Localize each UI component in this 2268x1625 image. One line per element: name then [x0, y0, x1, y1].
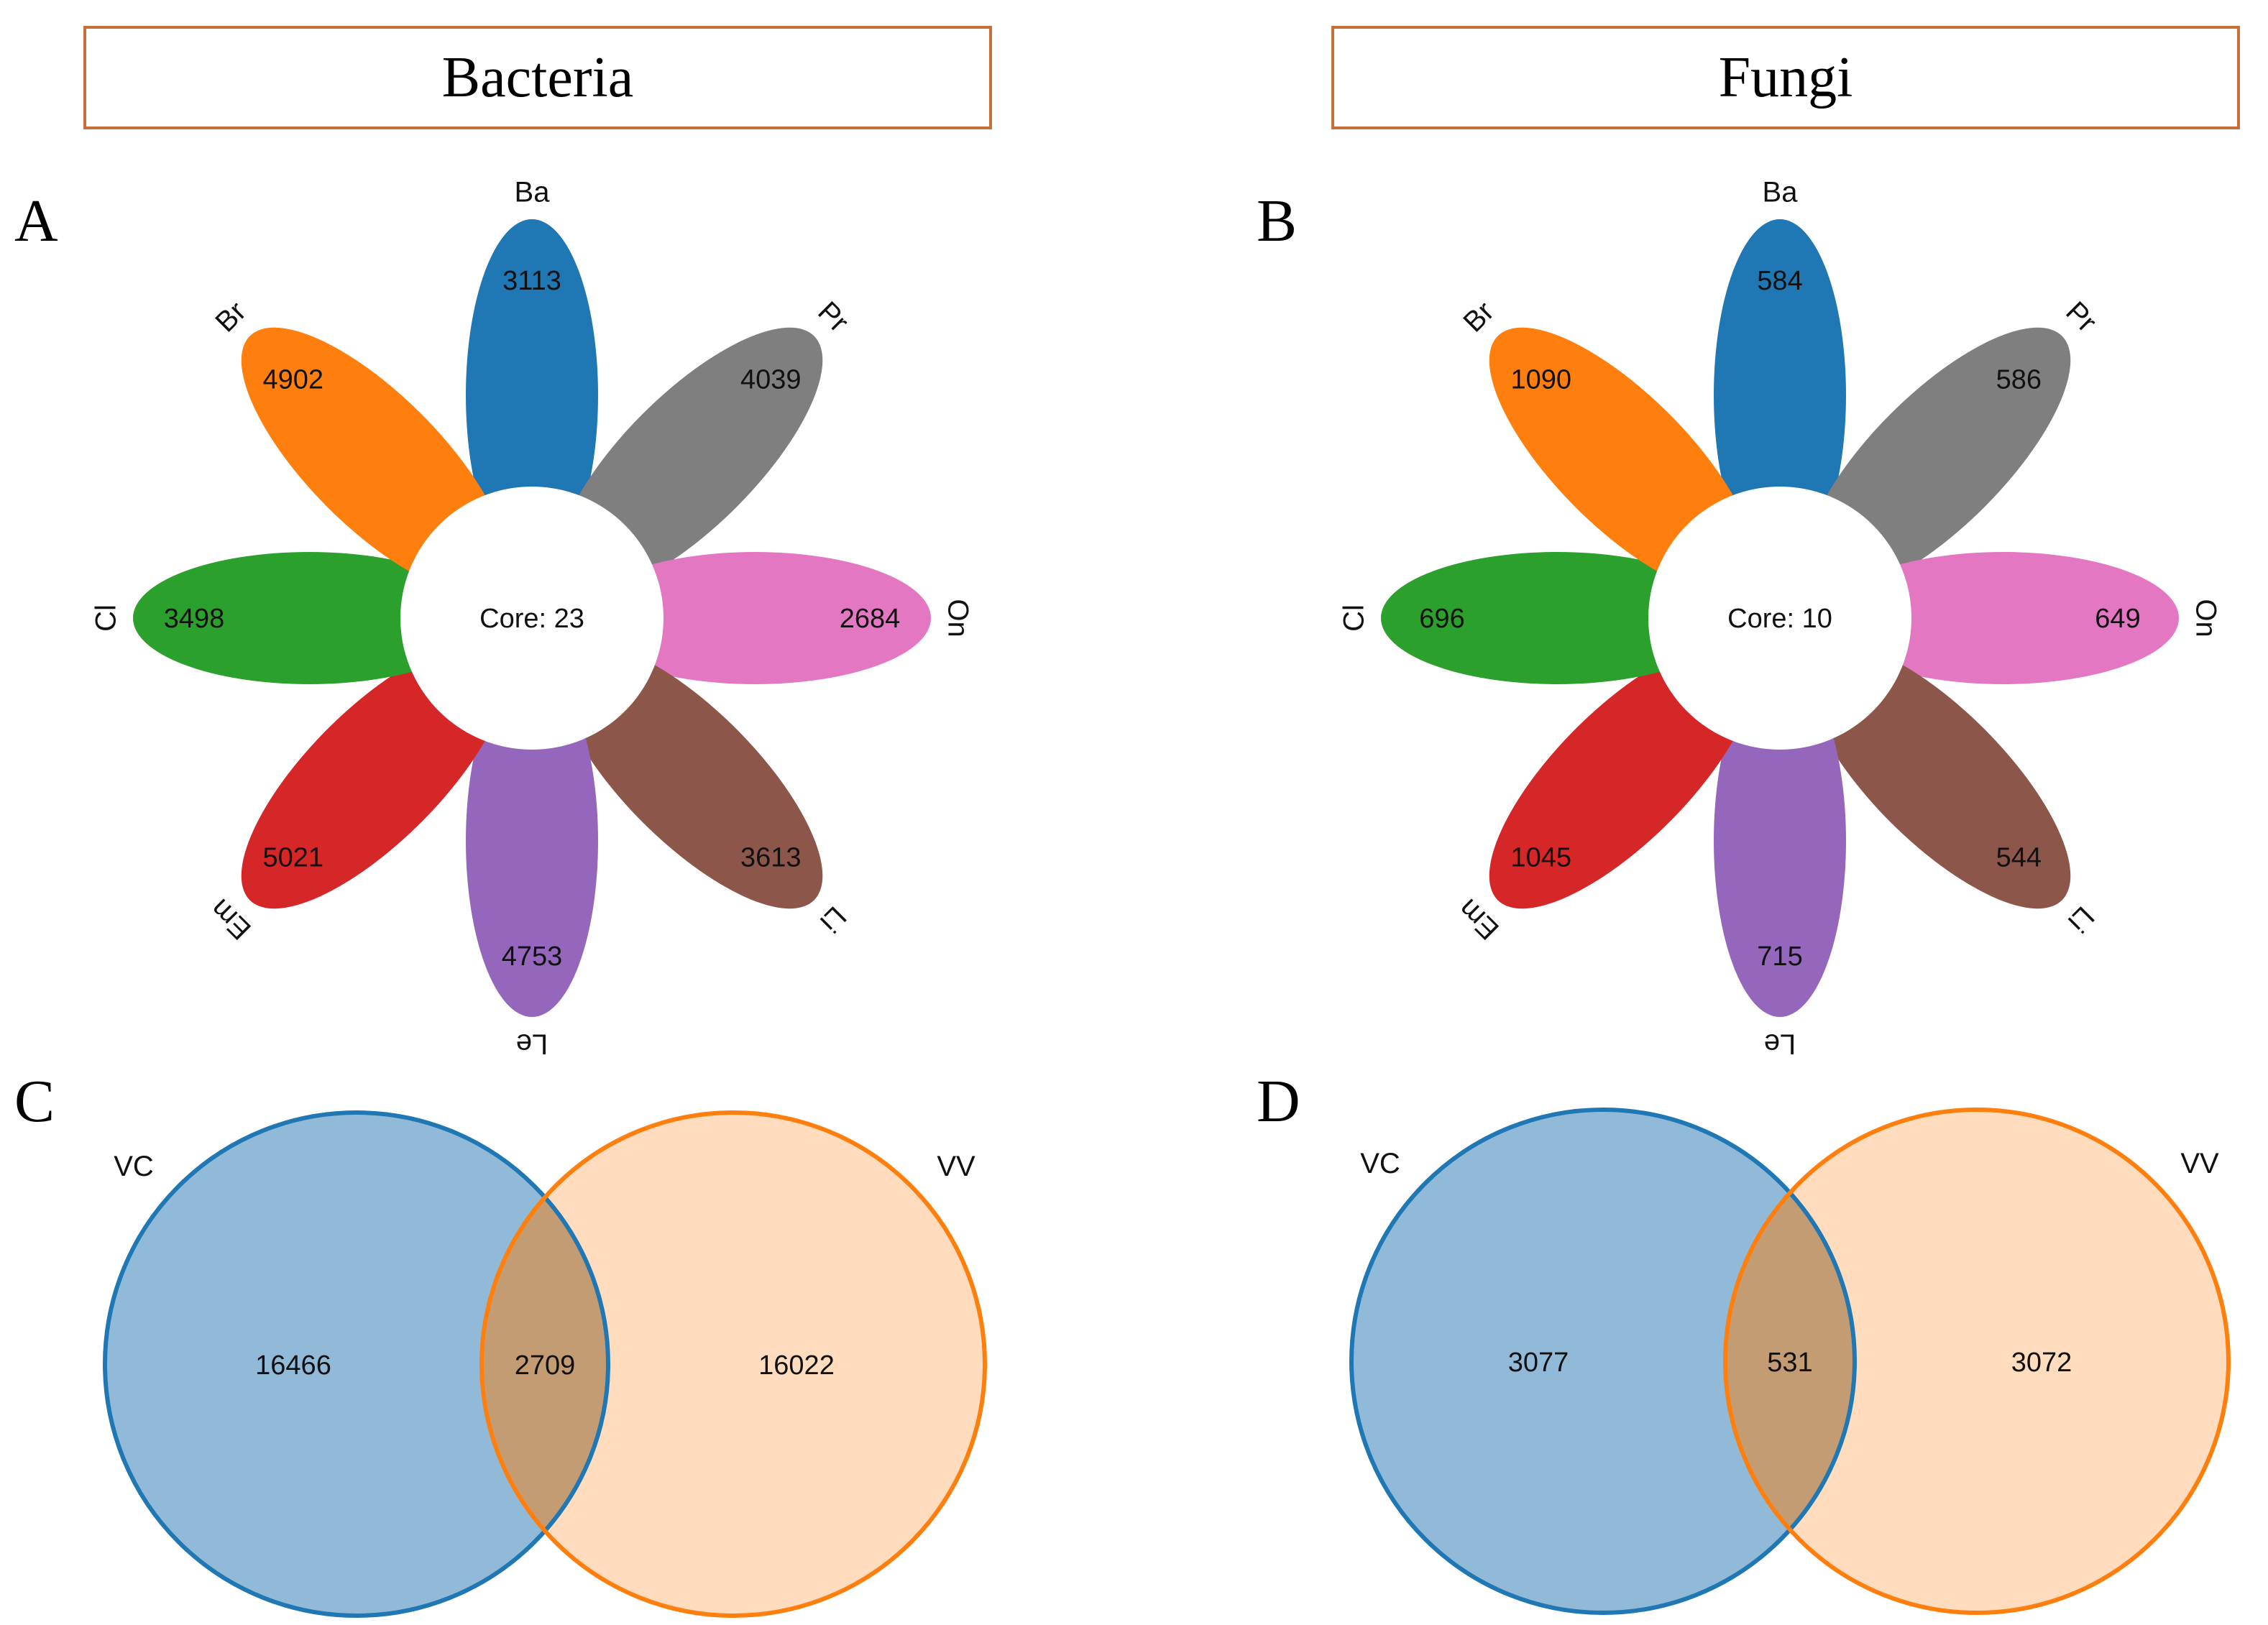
core-label: Core: 23	[479, 604, 584, 634]
venn-label-vc: VC	[114, 1151, 154, 1182]
petal-on	[1827, 552, 2179, 684]
petal-label-on: On	[2190, 599, 2221, 637]
petal-label-cl: Cl	[1339, 604, 1370, 632]
petal-value-cl: 3498	[164, 604, 225, 634]
petal-ba	[1714, 219, 1846, 571]
petal-le	[1714, 665, 1846, 1017]
petal-value-ba: 3113	[502, 266, 561, 296]
petal-label-on: On	[942, 599, 973, 637]
petal-value-on: 649	[2095, 604, 2140, 634]
petal-value-em: 5021	[262, 842, 323, 873]
petal-value-on: 2684	[840, 604, 901, 634]
petal-label-ba: Ba	[515, 177, 551, 208]
bacteria-header: Bacteria	[83, 26, 992, 129]
petal-label-le: Le	[516, 1028, 548, 1059]
petal-cl	[1381, 552, 1733, 684]
venn-circle-vc	[1351, 1110, 1855, 1613]
venn-intersection-value: 531	[1767, 1348, 1812, 1378]
venn-only-vv: 16022	[758, 1350, 835, 1381]
venn-intersection-value: 2709	[515, 1350, 576, 1381]
venn-only-vv: 3072	[2011, 1348, 2072, 1378]
venn-diagram-fungi: 3077 531 3072 VC VV	[1349, 1108, 2231, 1615]
petal-value-cl: 696	[1419, 604, 1464, 634]
petal-label-li: Li	[2062, 900, 2100, 938]
petal-label-pr: Pr	[812, 295, 854, 338]
petal-label-em: Em	[1452, 893, 1505, 946]
venn-only-vc: 16466	[255, 1350, 331, 1381]
venn-circle-vv	[1725, 1110, 2228, 1613]
panel-letter-a: A	[14, 188, 58, 254]
petal-value-ba: 584	[1757, 266, 1802, 296]
petal-label-br: Br	[209, 295, 252, 338]
venn-diagram-bacteria: 16466 2709 16022 VC VV	[103, 1110, 987, 1618]
petal-label-li: Li	[814, 900, 852, 938]
petal-label-cl: Cl	[91, 604, 122, 632]
petal-value-br: 1090	[1510, 365, 1571, 395]
petal-le	[466, 665, 598, 1017]
petal-label-br: Br	[1457, 295, 1500, 338]
venn-circle-vc	[105, 1113, 608, 1616]
petal-label-pr: Pr	[2060, 295, 2102, 338]
venn-label-vc: VC	[1360, 1148, 1400, 1179]
panel-letter-d: D	[1257, 1068, 1300, 1135]
core-label: Core: 10	[1727, 604, 1832, 634]
petal-ba	[466, 219, 598, 571]
fungi-header: Fungi	[1331, 26, 2240, 129]
venn-circle-vv	[482, 1113, 985, 1616]
petal-label-le: Le	[1764, 1028, 1796, 1059]
petal-value-le: 4753	[502, 942, 563, 972]
petal-label-em: Em	[204, 893, 257, 946]
petal-label-ba: Ba	[1763, 177, 1799, 208]
petal-value-em: 1045	[1510, 842, 1571, 873]
petal-value-pr: 4039	[740, 365, 802, 395]
petal-value-br: 4902	[262, 365, 323, 395]
venn-only-vc: 3077	[1508, 1348, 1569, 1378]
core-circle	[1648, 487, 1911, 750]
petal-value-pr: 586	[1996, 365, 2042, 395]
core-circle	[400, 487, 664, 750]
venn-label-vv: VV	[2180, 1148, 2219, 1179]
petal-on	[579, 552, 931, 684]
panel-letter-c: C	[14, 1068, 55, 1135]
petal-value-li: 3613	[740, 842, 802, 873]
petal-value-li: 544	[1996, 842, 2042, 873]
venn-label-vv: VV	[937, 1151, 975, 1182]
petal-value-le: 715	[1757, 942, 1802, 972]
panel-letter-b: B	[1257, 188, 1297, 254]
petal-cl	[133, 552, 485, 684]
